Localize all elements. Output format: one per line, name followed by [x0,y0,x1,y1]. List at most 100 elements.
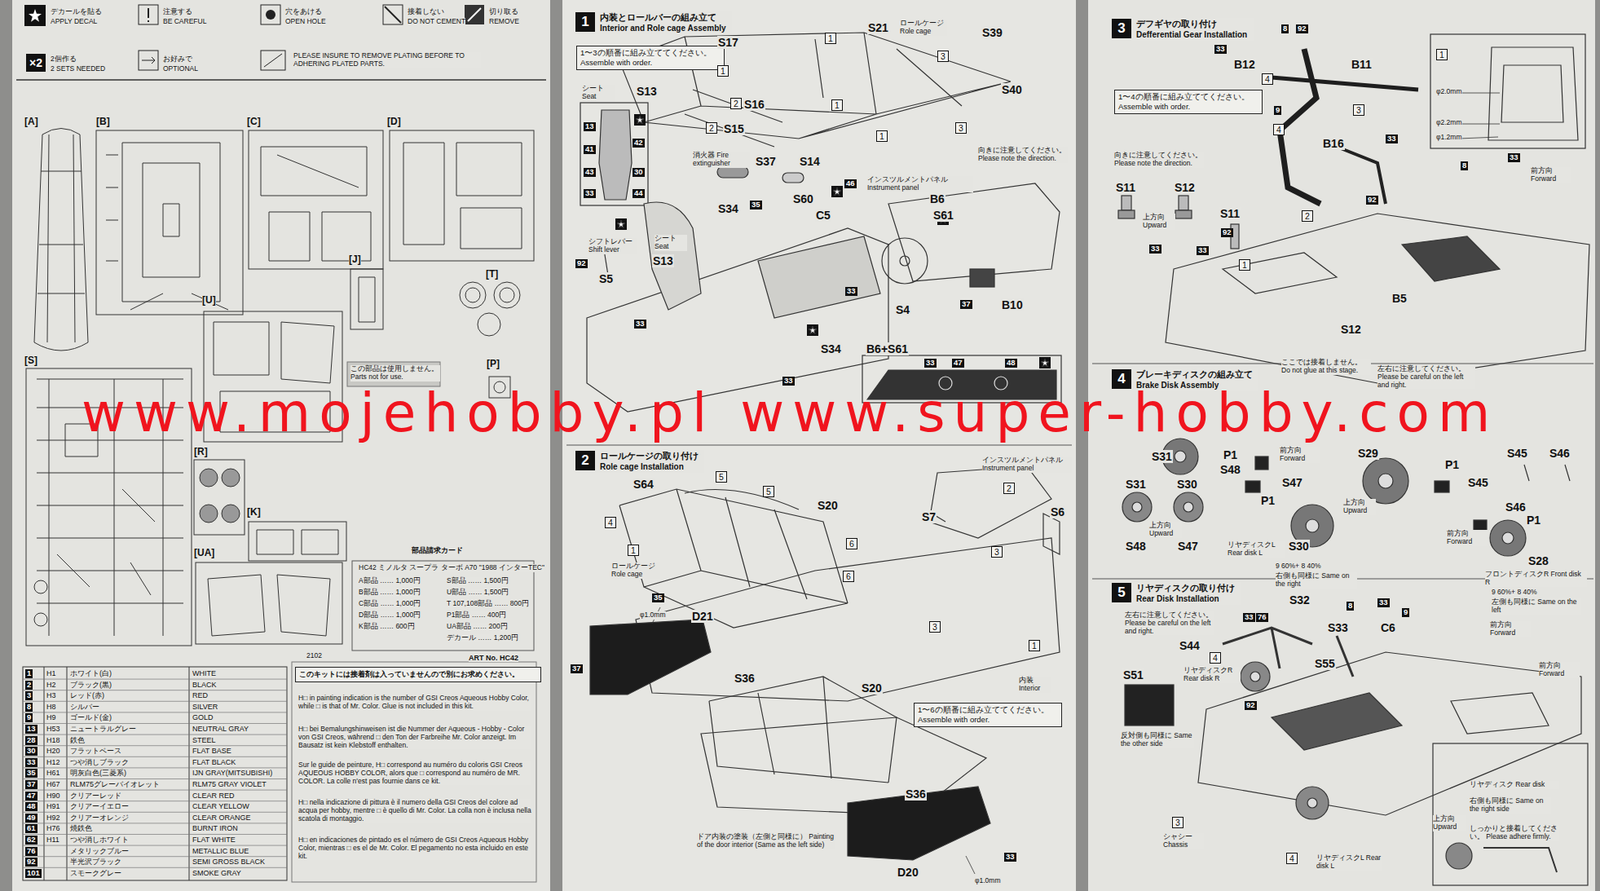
table-cell: メタリックブルー [70,846,129,856]
title-group: 内装とロールバーの組み立てInterior and Role cage Asse… [599,12,727,34]
note-text: H□ en indicaciones de pintado es el núme… [298,836,532,860]
part-number: S55 [1313,656,1336,670]
step-number: 1 [1238,259,1251,271]
table-cell: RLM75 GRAY VIOLET [192,780,267,789]
note-text: OPTIONAL [163,65,199,74]
part-number: S13 [635,84,658,98]
table-cell: H2 [46,680,57,689]
note-text: U部品 …… 1,500円 [446,588,509,597]
paint-callout: 33 [845,286,858,296]
part-number: S6 [1049,505,1066,519]
paint-callout: 101 [25,868,42,878]
sprue-letter: [D] [387,116,402,128]
part-number: B6 [929,192,946,206]
step-number: 3 [955,122,967,134]
paint-callout: 33 [1149,244,1162,254]
note-text: 部品請求カード [411,546,463,555]
step-number: 1 [876,130,888,142]
note-text: 上方向 Upward [1343,498,1376,516]
table-cell: つや消しブラック [70,758,129,767]
table-cell: H12 [46,758,61,767]
part-number: B12 [1233,57,1257,71]
step-title: Defferential Gear Installation [1136,30,1248,41]
note-text: REMOVE [489,17,520,27]
step2-drawing [590,466,1060,874]
paint-callout: 13 [583,122,596,132]
table-cell: GOLD [192,713,214,722]
note-text: 前方向 Forward [1530,167,1572,184]
step-number: 4 [1209,652,1221,664]
note-text: ここでは接着しません。 Do not glue at this stage. [1281,358,1371,375]
step-number: 6 [842,570,855,582]
part-number: S30 [1287,539,1310,553]
table-cell: H61 [46,768,61,777]
note-text: S部品 …… 1,500円 [446,577,509,586]
note-text: シート Seat [581,84,615,102]
note-text: 前方向 Forward [1489,621,1531,638]
paint-callout: 28 [25,736,38,745]
part-number: S48 [1219,462,1242,477]
note-text: φ1.2mm [1436,133,1463,142]
part-number: S20 [860,681,883,695]
symbol-icons [24,4,485,71]
table-cell: SMOKE GRAY [192,868,242,878]
part-number: D21 [691,609,715,623]
note-text: ロールケージ Role cage [899,19,948,36]
paint-callout: 33 [1004,852,1017,862]
note-text: 2個作る [50,55,77,64]
table-cell: BLACK [192,680,217,689]
part-number: S37 [754,154,777,168]
sprue-letter: [B] [96,116,111,128]
step-number: 2 [705,122,718,134]
paint-callout: 33 [583,189,596,199]
note-text: DO NOT CEMENT [407,17,466,27]
note-text: 消火器 Fire extinguisher [692,151,750,168]
table-cell: クリアーイエロー [70,802,129,811]
paint-callout: 37 [570,664,583,674]
note-text: B部品 …… 1,000円 [358,588,421,597]
part-number: S45 [1467,476,1490,490]
step-number: 1 [575,12,596,32]
note-text: しっかりと接着してください。 Please adhere firmly. [1469,824,1560,842]
table-cell: つや消しホワイト [70,835,129,844]
note-text: 上方向 Upward [1149,521,1182,538]
note-text: Assemble with order. [1118,101,1259,112]
notice-box: このキットには接着剤は入っていませんので別にお求めください。 [295,666,542,683]
symbol-label: ×2 [26,53,46,72]
step-header: 3デフギヤの取り付けDefferential Gear Installation [1111,17,1254,41]
paint-callout: 35 [652,593,665,603]
part-number: S40 [1000,83,1023,97]
note-text: BE CAREFUL [163,17,207,27]
paint-callout: 30 [25,746,38,756]
part-number: S60 [792,192,815,206]
step-number: 3 [1172,816,1184,829]
paint-callout: 76 [25,846,38,856]
note-box: 1〜4の順番に組み立ててください。Assemble with order. [1114,89,1263,115]
note-text: この部品は使用しません。 Parts not for use. [350,365,441,382]
part-number: S11 [1115,180,1137,194]
table-cell: H1 [46,669,57,678]
table-cell: NEUTRAL GRAY [192,724,249,733]
paint-callout: 47 [25,791,38,801]
table-cell: FLAT WHITE [192,835,236,844]
paint-callout: 46 [844,179,857,189]
note-text: H□ nella indicazione di pittura è il num… [298,798,532,823]
note-text: 前方向 Forward [1538,661,1580,679]
note-text: 1〜4の順番に組み立ててください。 [1118,92,1259,102]
paint-callout: 8 [25,702,33,712]
part-number: S31 [1124,477,1147,491]
paint-callout: 9 [25,713,33,723]
note-text: リヤディスク Rear disk [1469,780,1560,789]
sprue-letter: [A] [24,116,39,128]
table-cell: スモークグレー [70,868,122,878]
part-number: S28 [1527,554,1550,568]
step-title: 内装とロールバーの組み立て [599,12,727,24]
note-text: 1〜6の順番に組み立ててください。 [917,705,1058,715]
table-cell: H67 [46,780,61,789]
paint-callout: 33 [1242,612,1256,622]
step1-drawing [566,32,1072,446]
note-text: 2 SETS NEEDED [50,65,106,74]
table-cell: H18 [46,736,61,745]
step-number: 3 [929,621,941,633]
